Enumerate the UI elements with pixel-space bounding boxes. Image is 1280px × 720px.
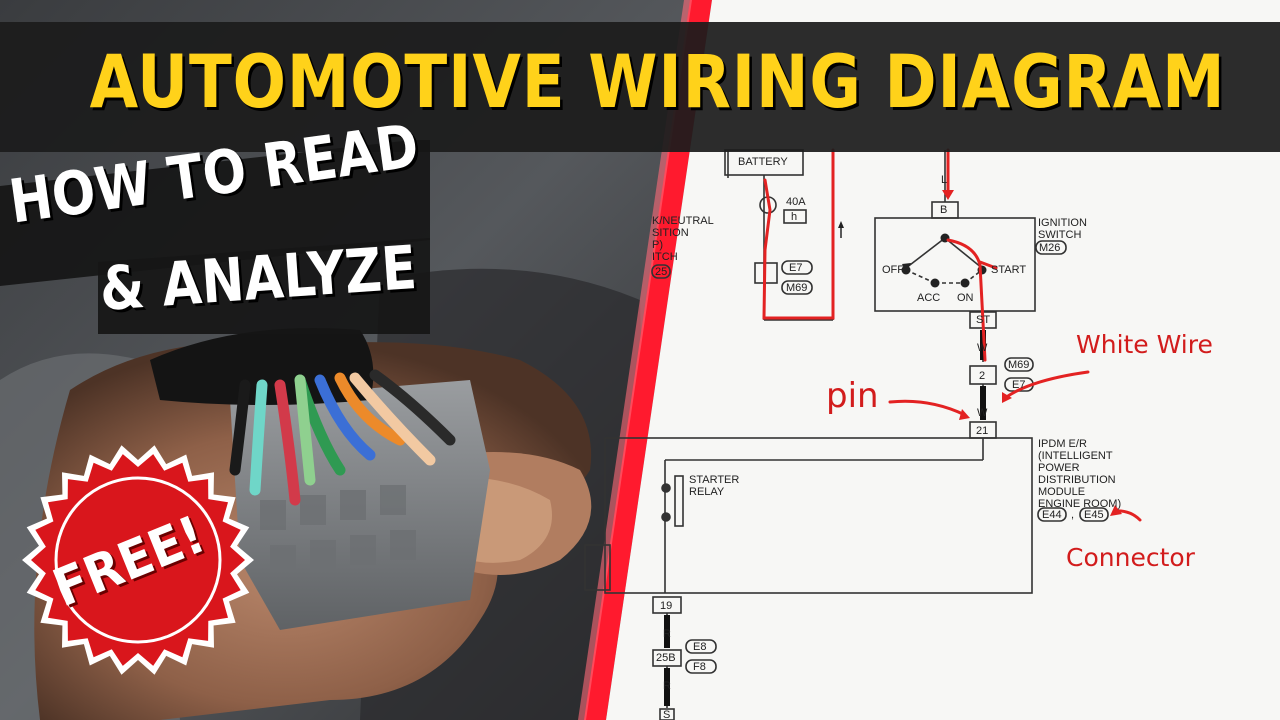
ignition-pin-b: B [940,204,948,216]
fuse-sub-label: h [791,211,798,223]
free-badge [22,445,254,675]
badge-seal-inner [31,454,245,666]
wire-r-upper: R [663,628,671,640]
pin-st: ST [976,314,991,326]
title-banner [0,22,1280,152]
park-neutral-label: K/NEUTRAL SITION P) ITCH [652,215,714,263]
ignition-switch-label: IGNITION SWITCH [1038,217,1087,241]
pin-s: S [663,709,671,720]
page-title: AUTOMOTIVE WIRING DIAGRAM [89,40,1226,125]
connector-e7: E7 [1012,379,1026,391]
connector-e8: E8 [693,641,707,653]
connector-f8: F8 [693,661,706,673]
pin-21: 21 [976,425,989,437]
annotation-connector: Connector [1066,543,1195,572]
ignition-code: M26 [1039,242,1061,254]
badge-ring [54,476,222,644]
pin-2: 2 [979,370,986,382]
off-label: OFF [882,264,904,276]
connector-m69-left: M69 [786,282,808,294]
battery-label: BATTERY [738,156,788,168]
starter-relay-label: STARTER RELAY [689,474,740,498]
on-label: ON [957,292,974,304]
ipdm-label: IPDM E/R (INTELLIGENT POWER DISTRIBUTION… [1038,438,1122,510]
wire-w-upper: W [977,342,988,354]
connector-e44: E44 [1042,509,1062,521]
wire-w-lower: W [977,407,988,419]
annotation-white-wire: White Wire [1076,330,1213,359]
start-label: START [991,264,1027,276]
pin-19: 19 [660,600,673,612]
fuse-label: 40A [786,196,806,208]
connector-e45: E45 [1084,509,1104,521]
connector-e7-left: E7 [789,262,803,274]
connector-separator: , [1071,509,1075,521]
wire-r-lower: R [663,680,671,692]
park-neutral-code: 25 [655,266,668,278]
pin-25b: 25B [656,652,676,664]
annotation-pin: pin [826,376,879,416]
wire-l-label: L [941,174,948,186]
connector-m69: M69 [1008,359,1030,371]
acc-label: ACC [917,292,941,304]
subtitle-banner [0,140,430,334]
